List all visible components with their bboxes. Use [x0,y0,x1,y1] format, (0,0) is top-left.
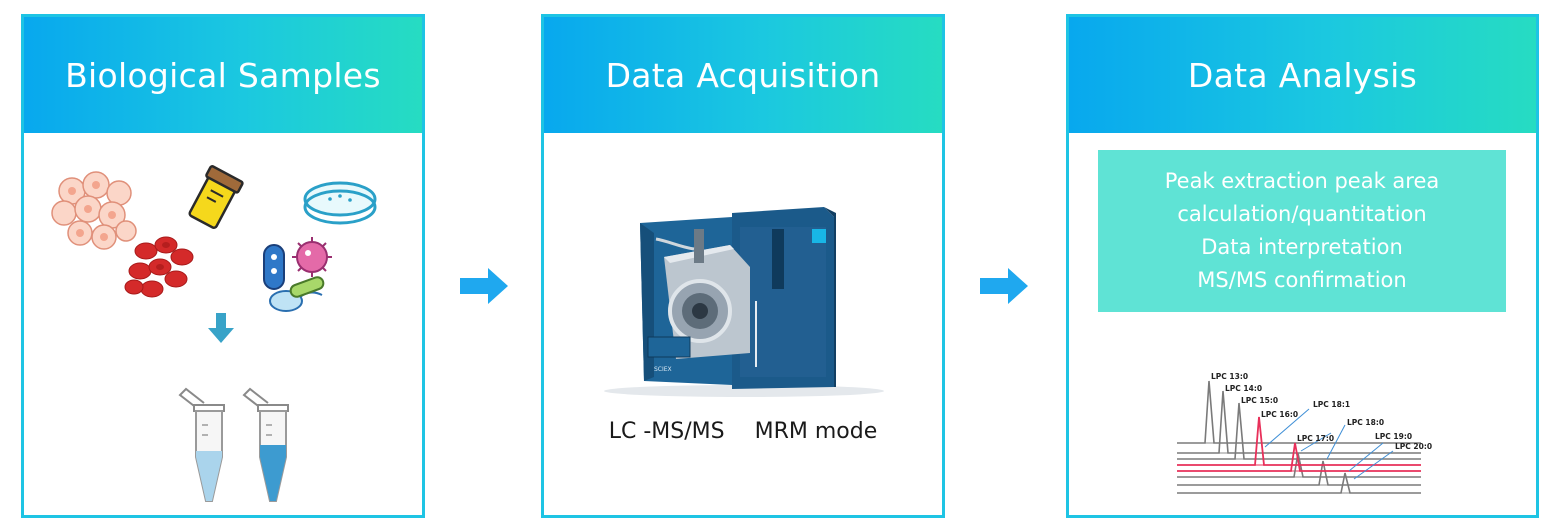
microbes-icon [263,237,332,312]
analysis-steps-box: Peak extraction peak area calculation/qu… [1098,150,1506,312]
panel-title: Data Acquisition [605,55,881,95]
acquisition-captions: LC -MS/MS MRM mode [544,419,942,444]
peak-label: LPC 15:0 [1241,396,1278,405]
cells-icon [51,171,137,250]
panel-header: Data Acquisition [544,17,942,133]
technique-caption: LC -MS/MS [608,419,725,444]
analysis-step: calculation/quantitation [1177,202,1427,226]
panel-title: Biological Samples [65,55,381,95]
peak-label: LPC 13:0 [1211,372,1248,381]
down-arrow-icon [208,313,234,343]
panel-header: Data Analysis [1069,17,1536,133]
red-blood-cells-icon [124,236,194,298]
right-arrow-icon [460,268,508,304]
chromatogram-icon: LPC 13:0 LPC 14:0 LPC 15:0 LPC 16:0 LPC … [1177,372,1432,494]
samples-illustration [51,165,377,502]
peak-label: LPC 17:0 [1297,434,1334,443]
analysis-step: Peak extraction peak area [1164,169,1440,193]
right-arrow-icon [980,268,1028,304]
peak-label: LPC 20:0 [1395,442,1432,451]
microcentrifuge-tubes-icon [178,387,289,502]
sample-tube-icon [188,165,244,229]
panel-title: Data Analysis [1187,55,1418,95]
mode-caption: MRM mode [754,419,878,444]
panel-biological-samples: Biological Samples [21,14,425,518]
analysis-step: Data interpretation [1201,235,1403,259]
peak-label: LPC 19:0 [1375,432,1412,441]
peak-label: LPC 14:0 [1225,384,1262,393]
panel-header: Biological Samples [24,17,422,133]
lc-ms-instrument-icon: SCIEX [604,207,884,397]
peak-label: LPC 18:1 [1313,400,1350,409]
panel-data-analysis: Data Analysis Peak extraction peak area … [1066,14,1539,518]
petri-dish-icon [303,181,377,225]
svg-text:SCIEX: SCIEX [654,366,672,373]
analysis-step: MS/MS confirmation [1197,268,1407,292]
peak-label: LPC 16:0 [1261,410,1298,419]
peak-label: LPC 18:0 [1347,418,1384,427]
panel-data-acquisition: Data Acquisition SCIEX LC -MS/MS MRM mod… [541,14,945,518]
